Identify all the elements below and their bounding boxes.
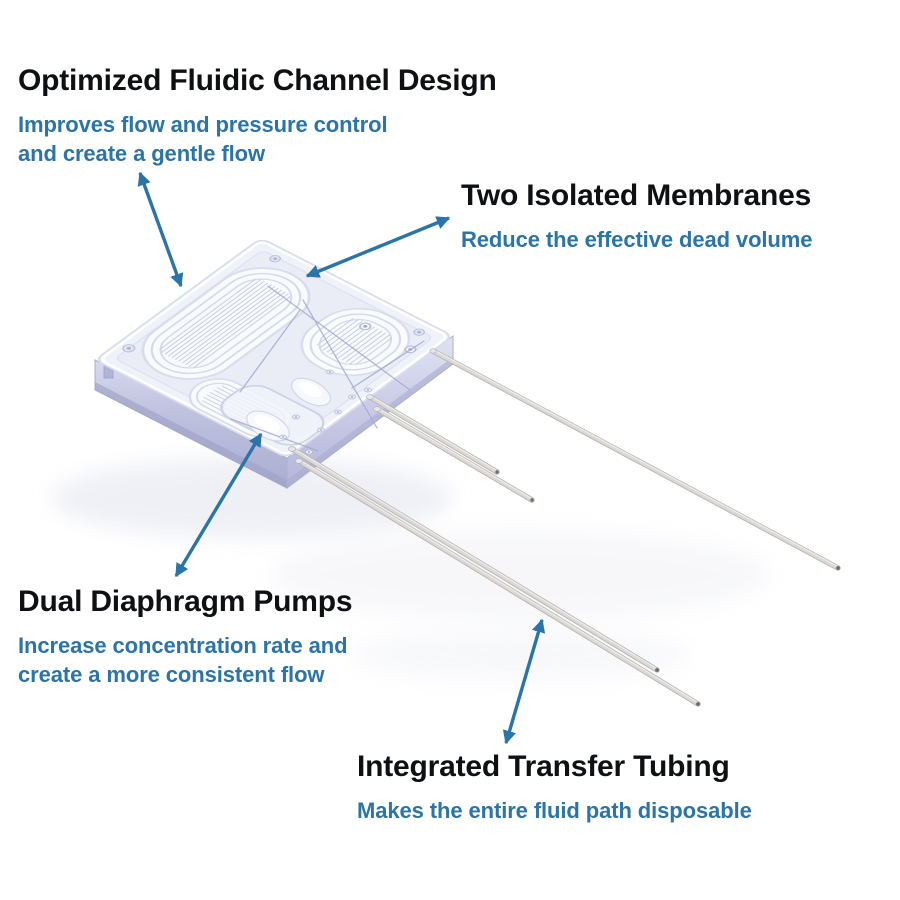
callout-isolated-membranes: Two Isolated Membranes Reduce the effect… <box>461 179 812 254</box>
tube-port-fittings <box>288 348 437 464</box>
callout-title: Two Isolated Membranes <box>461 179 812 212</box>
pump-domes <box>246 377 331 442</box>
callout-description-line: and create a gentle flow <box>18 141 266 166</box>
callout-description-line: Reduce the effective dead volume <box>461 227 813 252</box>
arrow-membranes-icon <box>305 216 451 278</box>
serpentine-channel-large <box>141 267 311 380</box>
callout-diaphragm-pumps: Dual Diaphragm Pumps Increase concentrat… <box>18 585 353 689</box>
callout-description-line: Makes the entire fluid path disposable <box>357 798 752 823</box>
callout-title: Integrated Transfer Tubing <box>357 750 730 783</box>
callout-title: Dual Diaphragm Pumps <box>18 585 353 618</box>
callout-fluidic-channel-design: Optimized Fluidic Channel Design Improve… <box>18 64 497 168</box>
fitting-posts <box>279 369 372 455</box>
callout-title: Optimized Fluidic Channel Design <box>18 64 497 97</box>
internal-tubing-lines <box>230 285 425 452</box>
tube-end-openings <box>495 470 840 706</box>
callout-arrows <box>137 171 546 745</box>
arrow-tubing-icon <box>502 618 546 745</box>
callout-description-line: create a more consistent flow <box>18 662 325 687</box>
arrow-channel-design-icon <box>137 171 184 288</box>
arrow-pumps-icon <box>174 432 263 578</box>
callout-transfer-tubing: Integrated Transfer Tubing Makes the ent… <box>357 750 752 825</box>
callout-description-line: Increase concentration rate and <box>18 633 348 658</box>
transfer-tubes <box>288 348 841 707</box>
callout-description-line: Improves flow and pressure control <box>18 112 388 137</box>
